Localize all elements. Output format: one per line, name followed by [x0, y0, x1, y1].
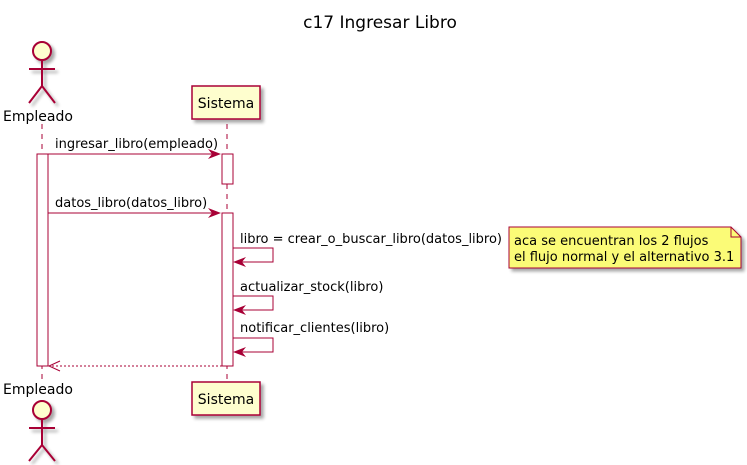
participant-bottom-box — [191, 381, 261, 416]
message-5-arrowhead — [233, 347, 246, 357]
note — [508, 226, 742, 269]
activation-system-1 — [221, 153, 234, 185]
message-1-arrowhead — [208, 149, 221, 159]
message-2-label: datos_libro(datos_libro) — [55, 196, 207, 211]
message-3-arrowhead — [233, 257, 246, 267]
message-4-label: actualizar_stock(libro) — [240, 280, 383, 295]
actor-top — [28, 41, 56, 104]
diagram-title: c17 Ingresar Libro — [303, 13, 457, 33]
participant-bottom-label: Sistema — [198, 392, 254, 408]
note-line-2: el flujo normal y el alternativo 3.1 — [514, 250, 734, 265]
actor-top-label: Empleado — [3, 109, 73, 125]
message-3-label: libro = crear_o_buscar_libro(datos_libro… — [240, 232, 502, 247]
participant-top-label: Sistema — [198, 96, 254, 112]
activation-system-2 — [221, 212, 234, 367]
actor-bottom — [28, 400, 56, 462]
return-arrowhead — [47, 360, 61, 372]
message-5-label: notificar_clientes(libro) — [240, 321, 389, 336]
message-2-arrowhead — [208, 208, 221, 218]
note-line-1: aca se encuentran los 2 flujos — [514, 234, 709, 249]
message-4-arrowhead — [233, 305, 246, 315]
actor-bottom-label: Empleado — [3, 382, 73, 398]
message-3-arrow — [233, 247, 274, 263]
message-5-arrow — [233, 337, 274, 353]
message-1-label: ingresar_libro(empleado) — [55, 137, 218, 152]
message-4-arrow — [233, 295, 274, 311]
participant-top-box — [191, 85, 261, 120]
activation-actor — [36, 153, 49, 367]
